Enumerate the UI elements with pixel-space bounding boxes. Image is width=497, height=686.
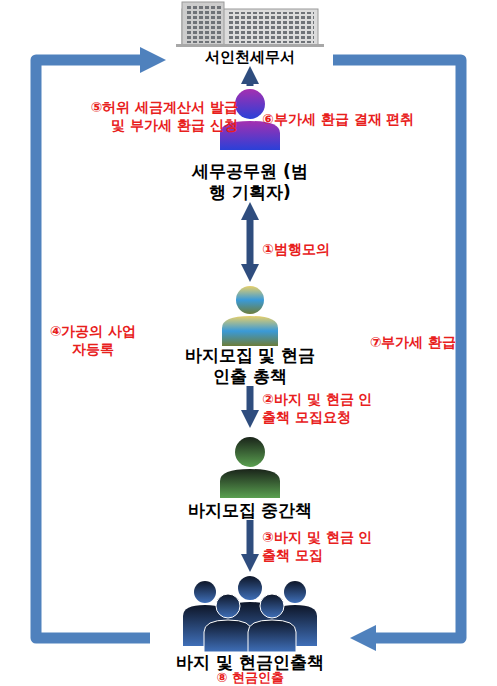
person-head	[216, 594, 240, 618]
middleman-icon	[220, 437, 280, 498]
tax-office-building	[176, 2, 324, 47]
node-label: 세무공무원 (범행 기획자)	[190, 161, 310, 202]
step-label: ⑧ 현금인출	[190, 670, 310, 686]
group-icon	[183, 576, 317, 652]
step-label: ③바지 및 현금 인출책 모집	[262, 528, 377, 564]
step-label: ②바지 및 현금 인출책 모집요청	[262, 390, 377, 426]
ringleader-icon	[222, 286, 278, 346]
person-head	[238, 576, 262, 600]
flow-arrow	[247, 520, 254, 563]
flow-arrow	[247, 211, 254, 273]
flow-arrow	[247, 75, 254, 86]
ringleader-person: 바지모집 및 현금 인출 총책	[150, 282, 350, 386]
node-label: 바지모집 중간책	[188, 500, 313, 520]
step-label: ⑤허위 세금계산서 발급 및 부가세 환급 신청	[78, 98, 238, 134]
node-label: 바지모집 및 현금 인출 총책	[180, 345, 320, 386]
person-body	[220, 469, 280, 498]
person-body	[248, 620, 296, 652]
recruit-group: 바지 및 현금인출책	[150, 572, 350, 672]
building-base	[176, 44, 324, 47]
person-body	[204, 620, 252, 652]
person-head	[194, 581, 216, 603]
node-label: 바지 및 현금인출책	[176, 652, 324, 672]
middleman-person: 바지모집 중간책	[160, 428, 340, 520]
node-label: 서인천세무서	[205, 48, 295, 66]
person-body	[222, 316, 278, 346]
person-head	[235, 437, 265, 467]
person-head	[284, 581, 306, 603]
flow-loop-arrow	[36, 60, 153, 638]
flow-arrow	[247, 386, 254, 419]
tax-office: 서인천세무서	[166, 0, 333, 66]
step-label: ①범행모의	[262, 240, 402, 258]
person-head	[260, 594, 284, 618]
step-label: ④가공의 사업자등록	[48, 322, 138, 358]
building-windows	[228, 12, 314, 43]
building-tower	[182, 2, 224, 46]
step-label: ⑥부가세 환급 결재 편취	[262, 110, 477, 128]
person-head	[236, 286, 264, 314]
person-head	[235, 89, 265, 119]
building-windows	[185, 5, 221, 43]
step-label: ⑦부가세 환급	[358, 333, 468, 351]
